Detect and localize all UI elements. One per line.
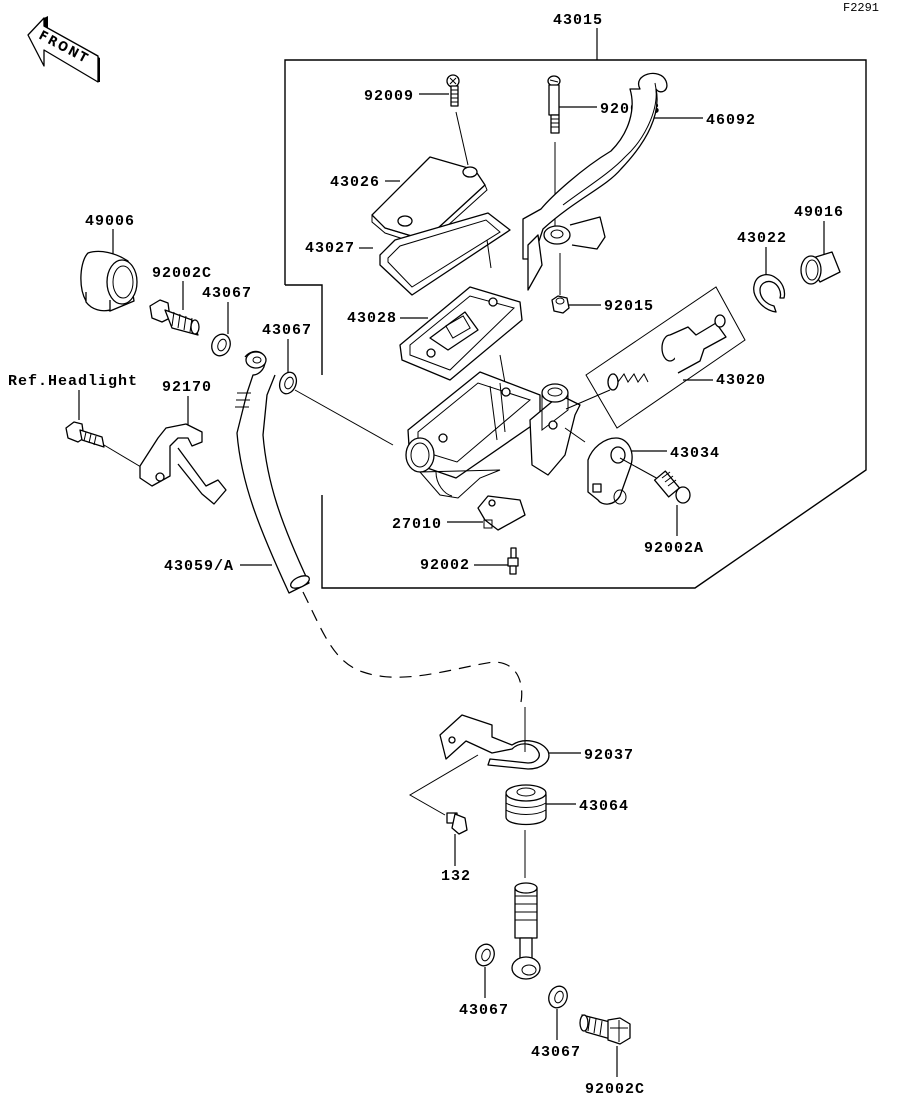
clamp-43034 xyxy=(587,437,633,505)
front-arrow-icon: FRONT xyxy=(27,16,100,83)
screw-92009 xyxy=(446,74,460,107)
callout-43067-d: 43067 xyxy=(531,1044,581,1061)
callout-49006: 49006 xyxy=(85,213,135,230)
callout-43022: 43022 xyxy=(737,230,787,247)
callout-43028: 43028 xyxy=(347,310,397,327)
banjo-cover-49006 xyxy=(80,250,138,312)
callout-92037: 92037 xyxy=(584,747,634,764)
bolt-ref-headlight xyxy=(65,421,105,448)
callout-92009: 92009 xyxy=(364,88,414,105)
callout-92002A: 92002A xyxy=(644,540,704,557)
guide-43067-b xyxy=(294,389,394,446)
guide-132 xyxy=(409,754,479,816)
callout-43059A: 43059/A xyxy=(164,558,234,575)
bolt-92002A xyxy=(653,470,691,504)
callout-43026: 43026 xyxy=(330,174,380,191)
bleeder-92002 xyxy=(507,547,519,575)
callout-132: 132 xyxy=(441,868,471,885)
brake-switch-27010 xyxy=(477,495,526,531)
callout-43067-c: 43067 xyxy=(459,1002,509,1019)
callout-43064: 43064 xyxy=(579,798,629,815)
washer-43067-a xyxy=(211,333,231,357)
brake-hose-43059A xyxy=(235,350,310,594)
figure-code: F2291 xyxy=(843,1,879,15)
callout-43027: 43027 xyxy=(305,240,355,257)
callout-27010: 27010 xyxy=(392,516,442,533)
guide-clamp xyxy=(564,427,586,443)
hose-clamp-92170 xyxy=(139,423,227,505)
guide-92009 xyxy=(455,111,469,166)
callout-49016: 49016 xyxy=(794,204,844,221)
guide-43027 xyxy=(486,239,492,269)
bolt-132 xyxy=(446,812,468,835)
boot-49016 xyxy=(800,251,841,285)
guide-piston xyxy=(565,389,611,410)
piston-kit-box xyxy=(585,286,746,429)
callout-ref-headlight: Ref.Headlight xyxy=(8,373,138,390)
diaphragm-plate-43027 xyxy=(379,212,511,296)
master-cylinder-body xyxy=(405,371,581,499)
callout-43015: 43015 xyxy=(553,12,603,29)
callout-92002C-top: 92002C xyxy=(152,265,212,282)
callout-46092: 46092 xyxy=(706,112,756,129)
guide-43028 xyxy=(499,354,506,384)
callout-92002C-bottom: 92002C xyxy=(585,1081,645,1098)
callout-43067-a: 43067 xyxy=(202,285,252,302)
hose-routing-dashed xyxy=(302,591,523,703)
callout-43067-b: 43067 xyxy=(262,322,312,339)
guide-43034 xyxy=(619,457,661,481)
assembly-box-notch xyxy=(285,284,323,375)
circlip-43022 xyxy=(753,274,786,313)
washer-43067-d xyxy=(548,985,568,1009)
brake-lever-46092 xyxy=(522,72,668,291)
pivot-bolt-92002B xyxy=(547,75,561,134)
callout-92170: 92170 xyxy=(162,379,212,396)
washer-43067-b xyxy=(278,371,298,395)
banjo-bolt-92002C-bottom xyxy=(579,1014,631,1045)
grommet-43064 xyxy=(505,784,547,826)
callout-43034: 43034 xyxy=(670,445,720,462)
nut-92015 xyxy=(551,295,570,314)
hose-fitting-lower xyxy=(511,882,541,980)
piston-kit-43020 xyxy=(607,314,727,391)
diaphragm-43028 xyxy=(399,286,523,381)
washer-43067-c xyxy=(475,943,495,967)
assembly-box xyxy=(284,59,867,589)
banjo-bolt-92002C-top xyxy=(149,299,200,336)
guide-ref-headlight xyxy=(103,444,147,471)
callout-92002: 92002 xyxy=(420,557,470,574)
hose-clip-92037 xyxy=(439,714,550,770)
callout-92015: 92015 xyxy=(604,298,654,315)
callout-43020: 43020 xyxy=(716,372,766,389)
